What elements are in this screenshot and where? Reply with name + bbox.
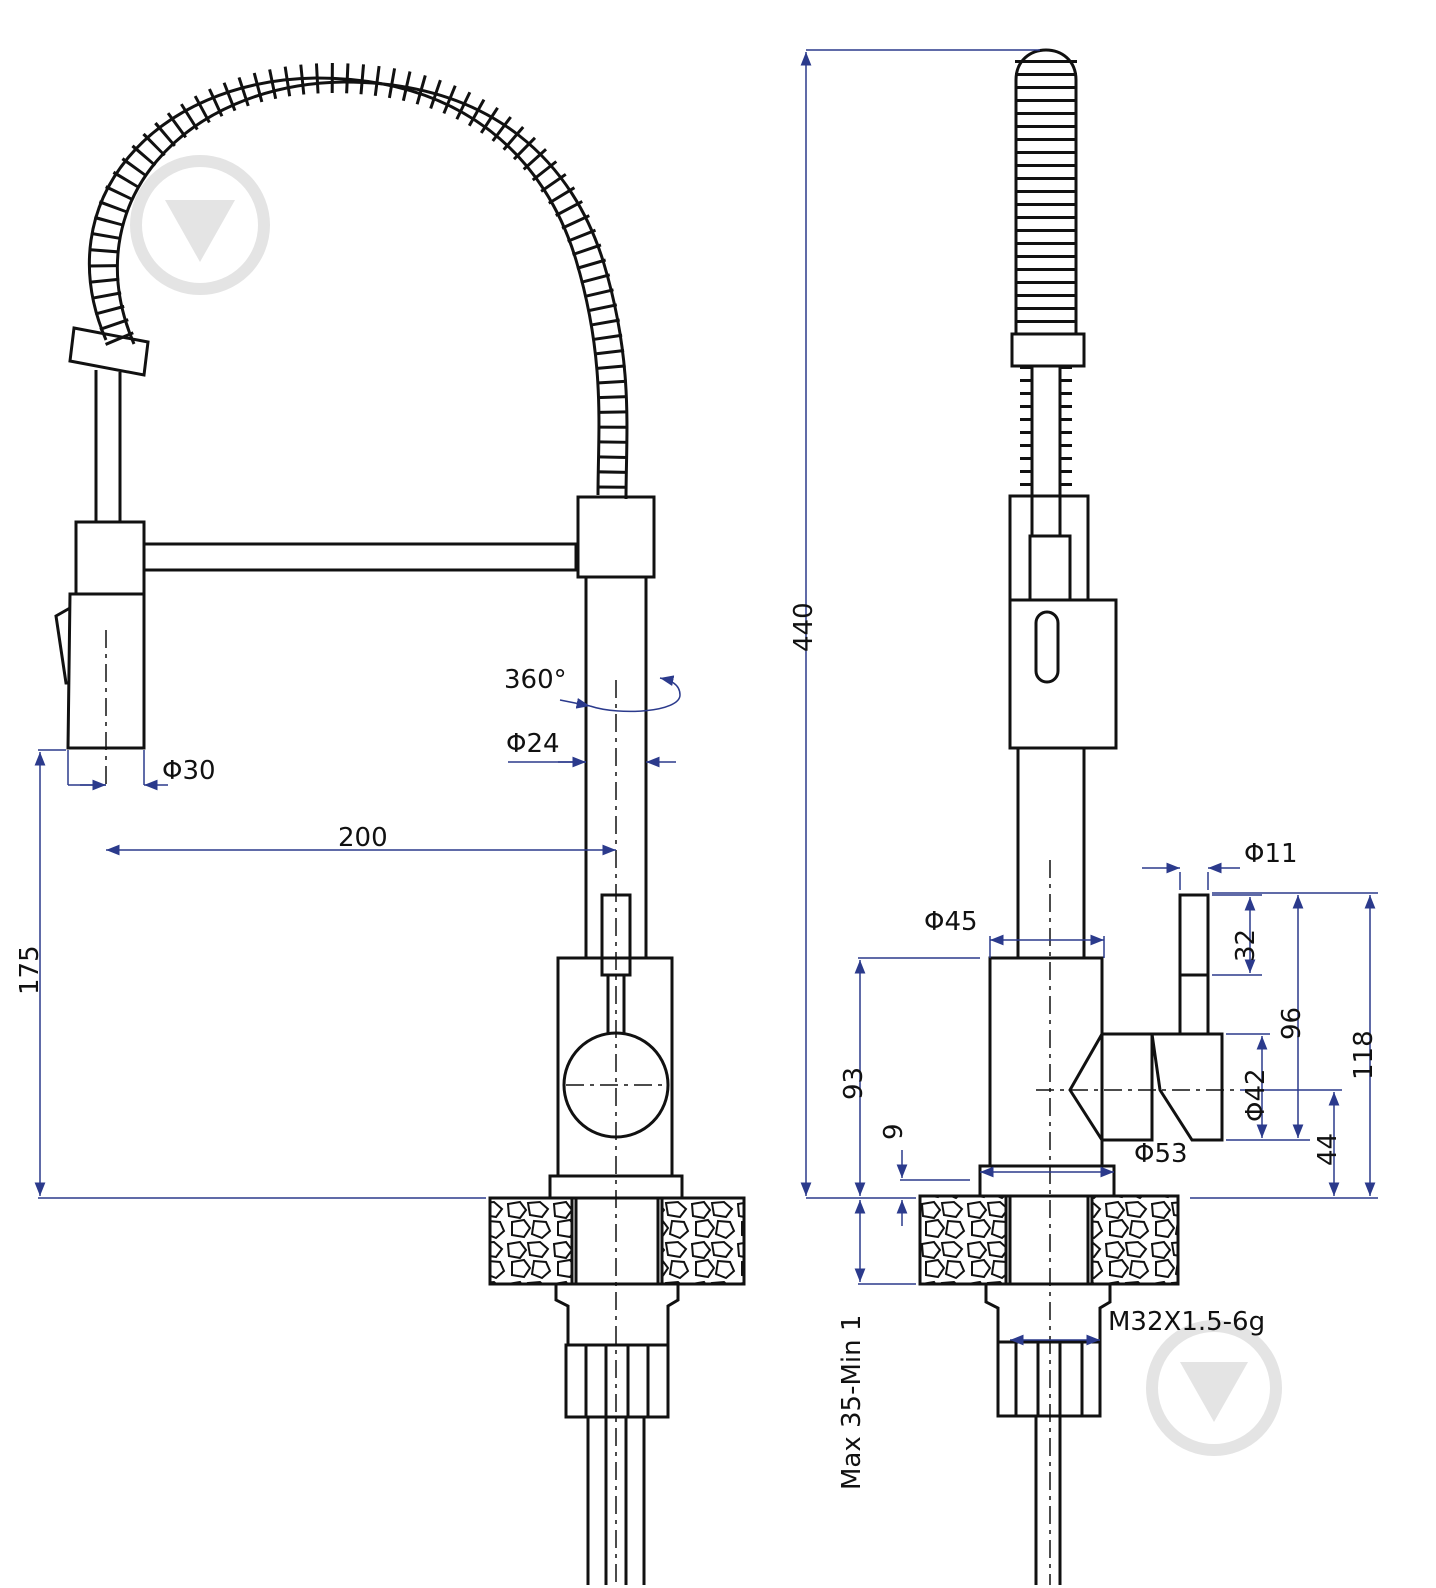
spray-head [66, 592, 146, 750]
angle-label: 360° [504, 665, 567, 695]
reach-label: 200 [338, 823, 388, 853]
side-spray-collar [1010, 332, 1086, 368]
height-175-label: 175 [15, 945, 45, 995]
countertop-left [488, 1196, 574, 1286]
counter-thickness-label: Max 35-Min 1 [837, 1315, 867, 1490]
d42-label: Φ42 [1241, 1068, 1271, 1122]
side-view [918, 48, 1240, 1585]
d11-label: Φ11 [1244, 839, 1298, 869]
side-cartridge-housing [1068, 1032, 1154, 1142]
column-sleeve [576, 495, 656, 579]
front-dimensions [34, 675, 681, 1199]
side-countertop-left [918, 1194, 1008, 1286]
fixing-clamp [564, 1343, 670, 1419]
countertop-right [660, 1196, 746, 1286]
download-watermark-icon [130, 155, 270, 295]
spray-holder [74, 520, 146, 596]
download-watermark-icon [1146, 1320, 1282, 1456]
mixer-body [556, 956, 674, 1178]
d53-label: Φ53 [1134, 1139, 1188, 1169]
h93-label: 93 [839, 1067, 869, 1100]
front-dimension-labels: 360° Φ24 Φ30 200 175 [15, 665, 567, 995]
side-lever-base [1150, 1032, 1224, 1142]
side-base-ring [978, 1164, 1116, 1198]
d45-label: Φ45 [924, 907, 978, 937]
thread-label: M32X1.5-6g [1108, 1307, 1265, 1337]
spring-coil [87, 62, 629, 500]
side-countertop-right [1090, 1194, 1180, 1286]
h118-label: 118 [1349, 1030, 1379, 1080]
side-dimension-labels: 440 Φ11 Φ45 32 96 118 93 9 Φ42 44 Φ53 M3… [789, 602, 1379, 1490]
h32-label: 32 [1231, 929, 1261, 962]
h96-label: 96 [1277, 1007, 1307, 1040]
front-view [54, 62, 746, 1585]
side-fixing-nut [984, 1282, 1112, 1344]
d24-label: Φ24 [506, 729, 560, 759]
horizontal-arm [142, 542, 578, 572]
d30-label: Φ30 [162, 756, 216, 786]
fixing-nut [554, 1282, 680, 1347]
h9-label: 9 [879, 1123, 909, 1140]
side-spray-head [1008, 598, 1118, 750]
h44-label: 44 [1313, 1133, 1343, 1166]
side-spring-coil [1014, 48, 1078, 335]
total-height-label: 440 [789, 602, 819, 652]
side-lever-handle [1178, 893, 1210, 1036]
side-dimensions [800, 49, 1378, 1346]
spray-collar [68, 326, 150, 377]
side-fixing-clamp [996, 1340, 1102, 1418]
